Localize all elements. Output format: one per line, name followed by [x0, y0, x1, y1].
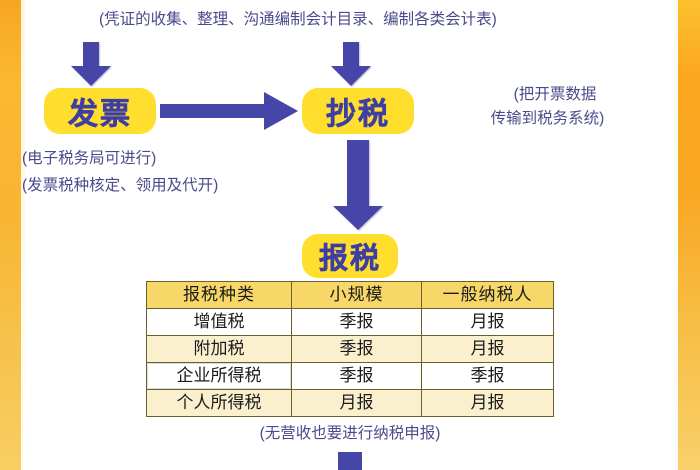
tax-filing-table: 报税种类 小规模 一般纳税人 增值税 季报 月报 附加税 季报 月报 企业所得税… — [146, 281, 554, 417]
table-row: 个人所得税 月报 月报 — [146, 389, 554, 417]
note-voucher-preparation: (凭证的收集、整理、沟通编制会计目录、编制各类会计表) — [99, 11, 497, 28]
table-row: 附加税 季报 月报 — [146, 335, 554, 363]
cell-small-scale: 季报 — [291, 308, 422, 336]
col-header-general: 一般纳税人 — [421, 281, 554, 309]
arrow-down-continues-icon — [338, 452, 362, 470]
arrow-down-to-filetax-icon — [333, 140, 383, 230]
arrow-right-invoice-to-copytax-icon — [160, 92, 298, 130]
badge-file-tax[interactable]: 报税 — [302, 234, 398, 278]
note-copytax-line2: 传输到税务系统) — [490, 110, 605, 127]
cell-tax-type: 个人所得税 — [146, 389, 292, 417]
cell-small-scale: 季报 — [291, 362, 422, 390]
badge-copy-tax[interactable]: 抄税 — [302, 88, 414, 134]
cell-general: 月报 — [421, 335, 554, 363]
cell-general: 月报 — [421, 389, 554, 417]
col-header-small-scale: 小规模 — [291, 281, 422, 309]
note-invoice-line2: (发票税种核定、领用及代开) — [22, 177, 219, 194]
badge-file-tax-label: 报税 — [318, 243, 381, 276]
cell-general: 季报 — [421, 362, 554, 390]
note-declare-even-without-revenue: (无营收也要进行纳税申报) — [259, 425, 441, 442]
cell-general: 月报 — [421, 308, 554, 336]
badge-copy-tax-label: 抄税 — [326, 98, 390, 132]
note-copytax-line1: (把开票数据 — [513, 86, 597, 103]
arrow-down-to-invoice-icon — [71, 42, 111, 86]
right-edge-stripe — [674, 0, 700, 470]
cell-small-scale: 月报 — [291, 389, 422, 417]
badge-invoice[interactable]: 发票 — [44, 88, 156, 134]
cell-tax-type: 企业所得税 — [146, 362, 292, 390]
table-row: 企业所得税 季报 季报 — [146, 362, 554, 390]
cell-small-scale: 季报 — [291, 335, 422, 363]
col-header-type: 报税种类 — [146, 281, 292, 309]
arrow-down-to-copytax-icon — [331, 42, 371, 86]
table-header-row: 报税种类 小规模 一般纳税人 — [146, 281, 554, 309]
cell-tax-type: 增值税 — [146, 308, 292, 336]
note-invoice-line1: (电子税务局可进行) — [22, 150, 157, 167]
badge-invoice-label: 发票 — [68, 98, 132, 132]
table-row: 增值税 季报 月报 — [146, 308, 554, 336]
left-edge-stripe — [0, 0, 25, 470]
cell-tax-type: 附加税 — [146, 335, 292, 363]
